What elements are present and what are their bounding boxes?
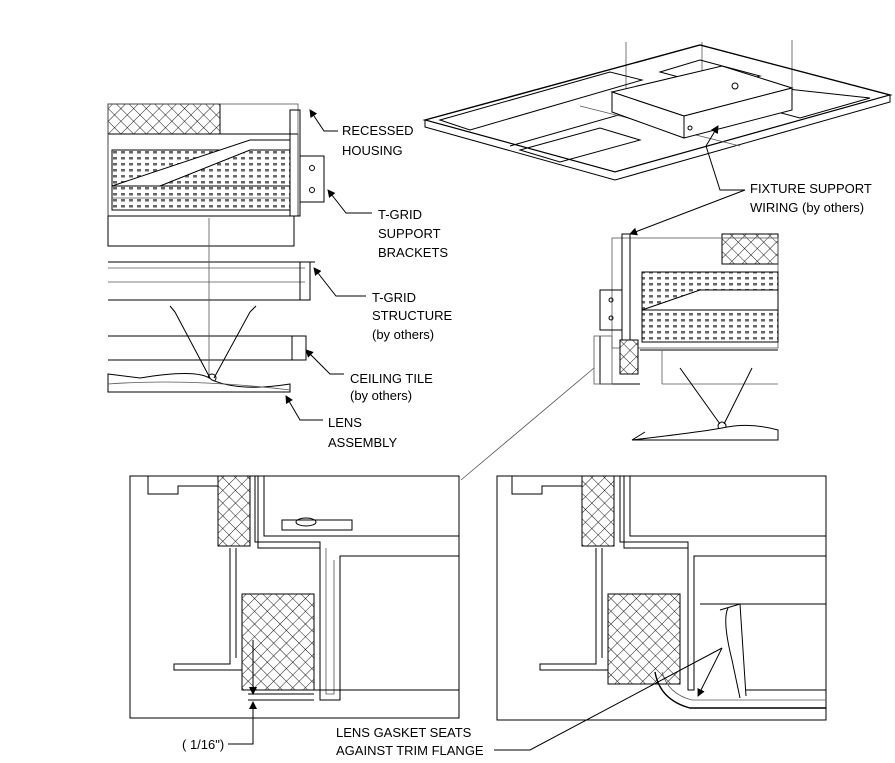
label-recessed-housing-line2: HOUSING — [342, 143, 403, 158]
label-ceiling-tile: CEILING TILE (by others) — [350, 371, 433, 403]
label-tgrid-structure-line3: (by others) — [372, 327, 434, 342]
label-fixture-support-wiring: FIXTURE SUPPORT WIRING (by others) — [750, 181, 872, 215]
label-recessed-housing: RECESSED HOUSING — [342, 123, 414, 158]
section-view-right — [599, 233, 779, 441]
label-tgrid-structure-line2: STRUCTURE — [372, 308, 452, 323]
perspective-view — [422, 40, 893, 181]
section-view-left — [107, 103, 325, 393]
label-lens-assembly-line2: ASSEMBLY — [328, 435, 397, 450]
label-ceiling-tile-line1: CEILING TILE — [350, 371, 433, 386]
detail-connector-line — [460, 367, 595, 481]
label-recessed-housing-line1: RECESSED — [342, 123, 414, 138]
label-tgrid-brackets-line2: SUPPORT — [378, 226, 441, 241]
detail-box-left — [129, 475, 460, 719]
label-fixture-wiring-line2: WIRING (by others) — [750, 200, 864, 215]
label-lens-gasket-line2: AGAINST TRIM FLANGE — [336, 743, 484, 758]
label-ceiling-tile-line2: (by others) — [350, 388, 412, 403]
label-tgrid-support-brackets: T-GRID SUPPORT BRACKETS — [378, 207, 448, 260]
label-lens-assembly-line1: LENS — [328, 415, 362, 430]
label-fixture-wiring-line1: FIXTURE SUPPORT — [750, 181, 872, 196]
label-tgrid-brackets-line3: BRACKETS — [378, 245, 448, 260]
label-lens-assembly: LENS ASSEMBLY — [328, 415, 397, 450]
label-lens-gasket: LENS GASKET SEATS AGAINST TRIM FLANGE — [336, 725, 484, 758]
detail-box-right — [496, 475, 827, 721]
label-tgrid-structure-line1: T-GRID — [372, 290, 416, 305]
label-tgrid-structure: T-GRID STRUCTURE (by others) — [372, 290, 452, 342]
label-tgrid-brackets-line1: T-GRID — [378, 207, 422, 222]
label-lens-gasket-line1: LENS GASKET SEATS — [336, 725, 472, 740]
label-gap-dimension: ( 1/16") — [182, 737, 224, 752]
leader-lines — [228, 109, 746, 751]
